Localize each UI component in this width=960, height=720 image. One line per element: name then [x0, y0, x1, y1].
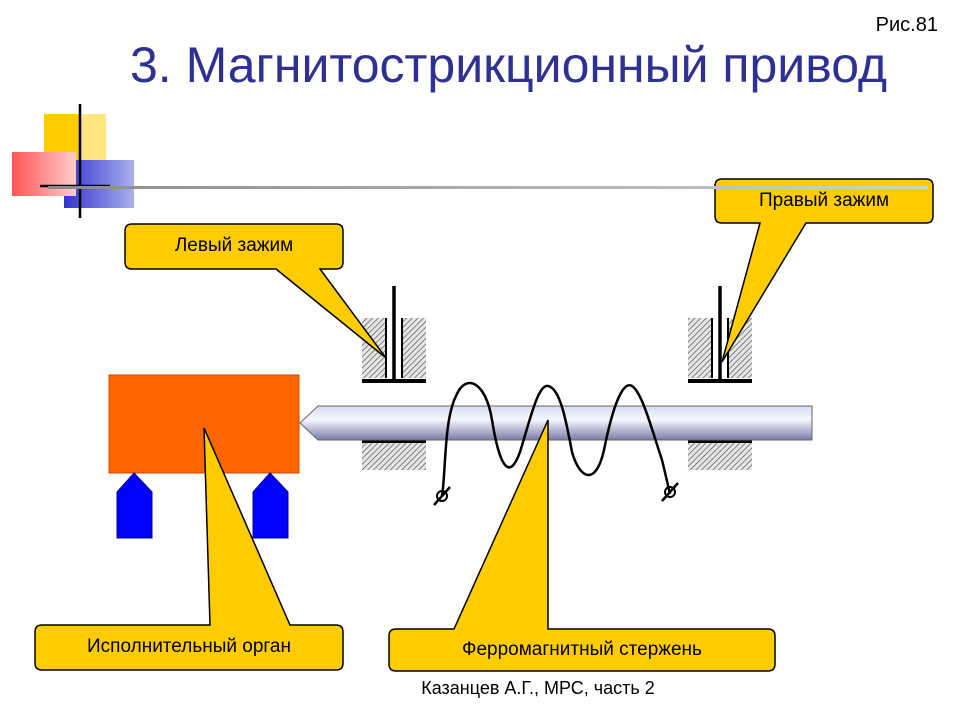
slide-title: 3. Магнитострикционный привод	[130, 37, 888, 93]
decorative-logo	[12, 104, 134, 218]
ferromagnetic-rod	[299, 405, 813, 441]
callout-actuator-label: Исполнительный орган	[87, 636, 291, 657]
callout-actuator-shape	[34, 427, 344, 671]
support-right	[252, 472, 289, 539]
coil-winding	[440, 381, 672, 497]
footer-author: Казанцев А.Г., МРС, часть 2	[421, 678, 655, 698]
actuator-block	[108, 374, 300, 474]
callout-right-clamp-shape	[714, 178, 934, 363]
coil-terminal-right	[661, 482, 679, 502]
left-clamp	[362, 286, 426, 470]
support-left	[116, 472, 153, 539]
right-clamp	[688, 286, 752, 470]
callout-rod-shape	[388, 419, 776, 672]
callout-left-clamp-shape	[124, 223, 387, 359]
figure-number: Рис.81	[875, 14, 938, 36]
callout-left-clamp-label: Левый зажим	[174, 235, 294, 256]
title-divider	[48, 186, 928, 189]
callout-right-clamp-label: Правый зажим	[758, 190, 890, 211]
coil-terminal-left	[433, 486, 451, 506]
callout-rod-label: Ферромагнитный стержень	[462, 639, 702, 660]
